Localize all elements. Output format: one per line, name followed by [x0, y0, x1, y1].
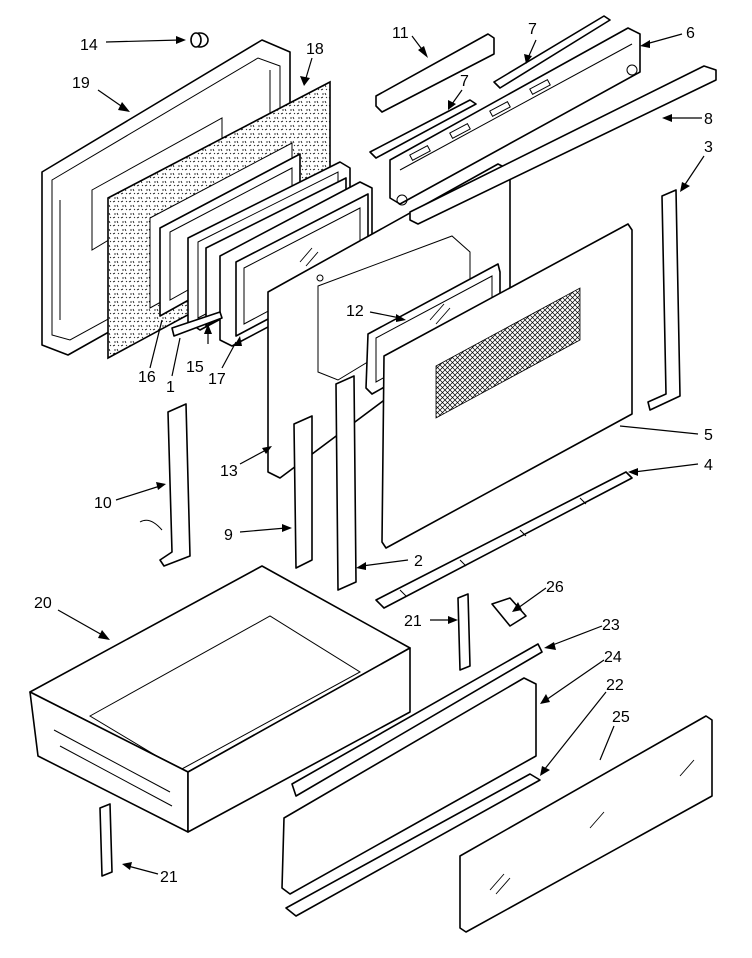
callout-13: 13 — [220, 463, 238, 480]
callout-16: 16 — [138, 369, 156, 386]
part-4-lower-rail — [375, 471, 633, 609]
callout-8: 8 — [704, 111, 713, 128]
part-10-left-side-trim — [139, 403, 191, 567]
callout-9: 9 — [224, 527, 233, 544]
callout-22: 22 — [606, 677, 624, 694]
leader-lines — [57, 33, 705, 875]
part-1-door-trim — [171, 311, 223, 337]
callout-15: 15 — [186, 359, 204, 376]
part-7-upper-trim-right — [493, 15, 611, 89]
part-23-drawer-rail — [291, 643, 543, 797]
callout-17: 17 — [208, 371, 226, 388]
callout-1: 1 — [166, 379, 175, 396]
callout-21-lower: 21 — [160, 869, 178, 886]
callout-5: 5 — [704, 427, 713, 444]
part-22-drawer-bottom-rail — [285, 773, 541, 917]
part-21-drawer-slide-upper — [457, 593, 471, 671]
callout-7-left: 7 — [460, 73, 469, 90]
part-26-drawer-clip — [491, 597, 527, 627]
part-6-vent-channel — [389, 27, 641, 206]
callout-20: 20 — [34, 595, 52, 612]
callout-18: 18 — [306, 41, 324, 58]
callout-19: 19 — [72, 75, 90, 92]
part-20-storage-drawer — [29, 565, 411, 833]
callout-labels: 14 19 18 11 7 7 6 8 3 16 1 15 17 12 13 1… — [34, 21, 713, 886]
callout-10: 10 — [94, 495, 112, 512]
part-21-drawer-slide-lower — [99, 803, 113, 877]
part-2-center-post — [335, 375, 357, 591]
callout-4: 4 — [704, 457, 713, 474]
part-25-drawer-panel — [459, 715, 713, 933]
part-9-vertical-trim — [293, 415, 313, 569]
part-7-upper-trim-left — [369, 99, 477, 159]
part-11-vent-trim — [375, 33, 495, 113]
callout-14: 14 — [80, 37, 98, 54]
part-5-outer-door-panel — [381, 223, 633, 549]
callout-6: 6 — [686, 25, 695, 42]
callout-11: 11 — [392, 25, 409, 42]
callout-26: 26 — [546, 579, 564, 596]
callout-24: 24 — [604, 649, 622, 666]
callout-21-upper: 21 — [404, 613, 422, 630]
callout-23: 23 — [602, 617, 620, 634]
callout-2: 2 — [414, 553, 423, 570]
callout-7-right: 7 — [528, 21, 537, 38]
part-3-side-trim-right — [647, 189, 681, 411]
callout-12: 12 — [346, 303, 364, 320]
part-24-drawer-front — [281, 677, 537, 895]
callout-3: 3 — [704, 139, 713, 156]
part-14-door-stop — [190, 32, 209, 48]
callout-25: 25 — [612, 709, 630, 726]
part-8-hinge-rod — [409, 65, 717, 225]
